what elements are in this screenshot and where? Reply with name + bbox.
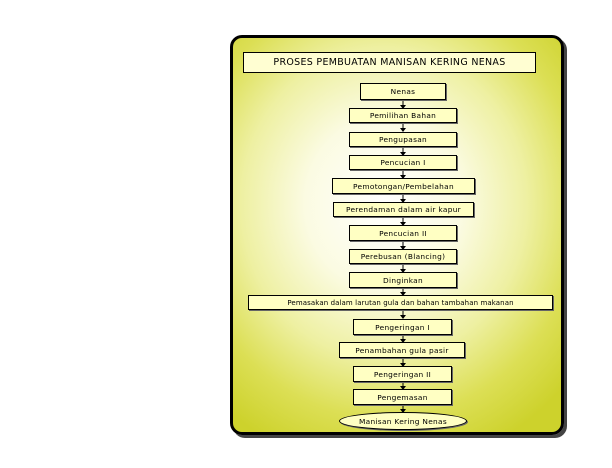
diagram-title: PROSES PEMBUATAN MANISAN KERING NENAS [243, 52, 536, 73]
step-perendaman: Perendaman dalam air kapur [333, 202, 474, 217]
step-nenas: Nenas [360, 83, 446, 100]
step-pengeringan-2: Pengeringan II [353, 366, 452, 382]
step-pengupasan: Pengupasan [349, 132, 457, 147]
arrowhead-7 [400, 246, 406, 250]
arrowhead-8 [400, 269, 406, 273]
step-pencucian-1: Pencucian I [349, 155, 457, 170]
arrowhead-12 [400, 363, 406, 367]
step-manisan-kering-nenas: Manisan Kering Nenas [339, 412, 467, 430]
arrowhead-11 [400, 339, 406, 343]
arrowhead-9 [400, 292, 406, 296]
arrowhead-13 [400, 386, 406, 390]
step-pemilihan-bahan: Pemilihan Bahan [349, 108, 457, 123]
arrowhead-6 [400, 222, 406, 226]
arrowhead-10 [400, 315, 406, 319]
step-pemasakan: Pemasakan dalam larutan gula dan bahan t… [248, 295, 553, 310]
step-dinginkan: Dinginkan [349, 272, 457, 288]
arrowhead-4 [400, 175, 406, 179]
step-pemotongan: Pemotongan/Pembelahan [332, 178, 475, 194]
arrowhead-1 [400, 105, 406, 109]
arrowhead-3 [400, 152, 406, 156]
step-pengemasan: Pengemasan [353, 389, 452, 405]
step-pencucian-2: Pencucian II [349, 225, 457, 241]
arrowhead-5 [400, 199, 406, 203]
step-penambahan-gula: Penambahan gula pasir [339, 342, 465, 358]
step-pengeringan-1: Pengeringan I [353, 319, 452, 335]
arrowhead-2 [400, 128, 406, 132]
step-perebusan: Perebusan (Blancing) [349, 249, 457, 264]
arrowhead-14 [400, 409, 406, 413]
